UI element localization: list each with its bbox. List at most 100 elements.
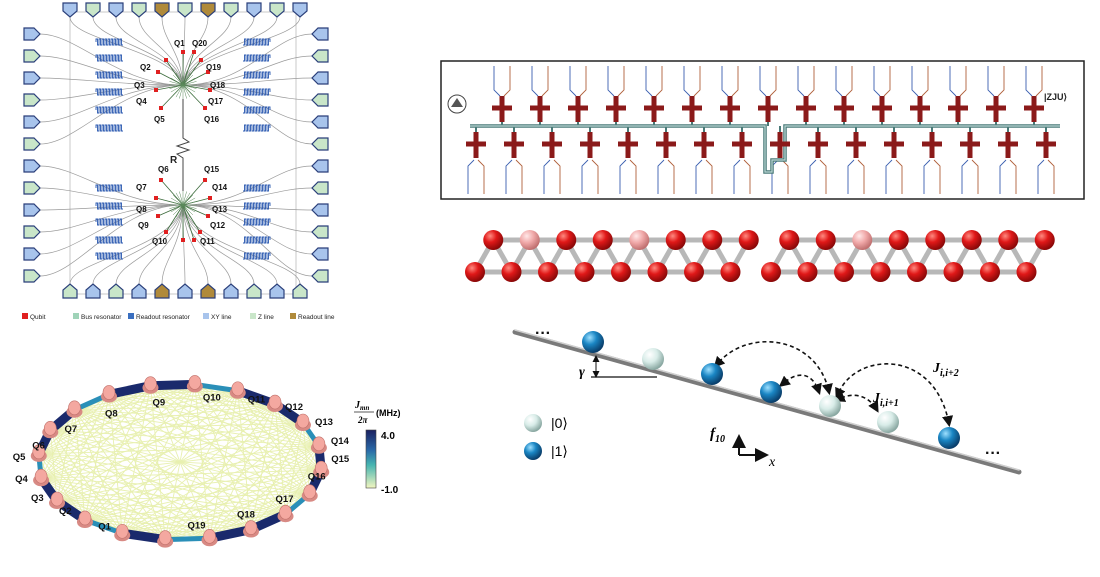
- bottom-pad: [246, 283, 262, 299]
- right-lattice-top-site: [925, 230, 946, 250]
- ring-node: [115, 523, 129, 539]
- bottom-pad: [223, 283, 239, 299]
- top-xy-line: [493, 66, 501, 97]
- coupling-line: [237, 390, 286, 515]
- readout-resonator: [95, 54, 123, 62]
- chip-legend-label: XY line: [211, 314, 232, 321]
- coupling-line: [274, 403, 311, 494]
- left-line: [39, 204, 184, 277]
- ring-qubit-label: Q18: [237, 510, 255, 521]
- bottom-z-line: [1047, 159, 1055, 194]
- hub-ray: [182, 204, 187, 219]
- top-z-line: [959, 66, 967, 97]
- top-line: [138, 16, 184, 86]
- coupling-line: [209, 403, 276, 539]
- coupling-line: [84, 519, 252, 530]
- right-lattice-top-site: [852, 230, 873, 250]
- coupling-line: [50, 429, 322, 471]
- top-pad: [200, 2, 216, 18]
- readout-resonator: [95, 88, 123, 96]
- coupling-line: [56, 445, 319, 502]
- hub-ray: [182, 72, 191, 86]
- coupling-line: [237, 390, 322, 471]
- ring-qubit-label: Q12: [285, 402, 303, 413]
- university-logo: [447, 94, 467, 114]
- coupling-line: [150, 385, 304, 424]
- hub-ray: [182, 84, 187, 99]
- top-z-line: [997, 66, 1005, 97]
- left-lattice-top-site: [629, 230, 650, 250]
- top-xy-line: [683, 66, 691, 97]
- hub-ray: [179, 71, 184, 86]
- right-lattice-top-site: [815, 230, 836, 250]
- ground-qubit: [877, 411, 899, 433]
- center-resonator-label: R: [170, 155, 178, 166]
- chip-qubit-label: Q17: [208, 97, 224, 106]
- left-pad: [23, 137, 41, 151]
- hub-ray: [170, 204, 184, 213]
- coupling-line: [56, 500, 286, 515]
- coupling-line: [209, 422, 304, 539]
- qubit-marker: [164, 230, 168, 234]
- bottom-xy-line: [619, 159, 627, 194]
- hub-ray: [175, 84, 184, 98]
- coupling-line: [108, 394, 286, 515]
- bottom-z-line: [629, 159, 637, 194]
- coupling-line: [150, 385, 166, 540]
- chip-qubit-label: Q3: [134, 81, 145, 90]
- right-pad: [311, 225, 329, 239]
- top-pad: [246, 2, 262, 18]
- top-z-line: [655, 66, 663, 97]
- qubit-marker: [206, 214, 210, 218]
- coupling-line: [194, 384, 304, 424]
- bottom-z-line: [933, 159, 941, 194]
- top-z-line: [845, 66, 853, 97]
- coupling-line: [84, 390, 239, 521]
- right-line: [182, 187, 313, 206]
- array-qubit-bottom-stem: [587, 132, 593, 158]
- coupling-line: [50, 429, 286, 515]
- bottom-xy-line: [1037, 159, 1045, 194]
- bus-spoke: [182, 204, 195, 241]
- hub-ray: [182, 77, 196, 86]
- top-line: [182, 16, 255, 86]
- array-qubit-top-stem: [651, 96, 657, 122]
- readout-resonator: [243, 184, 271, 192]
- chip-qubit-label: Q12: [210, 221, 226, 230]
- top-line: [182, 16, 278, 86]
- right-lattice-bottom-site: [980, 262, 1000, 282]
- ring-node: [78, 510, 92, 526]
- coupling-line: [108, 394, 320, 447]
- top-line: [161, 16, 184, 86]
- center-resonator: [175, 99, 191, 191]
- bottom-z-line: [743, 159, 751, 194]
- readout-resonator: [243, 38, 271, 46]
- ring-node: [158, 530, 172, 545]
- ellipsis-left: ···: [535, 325, 551, 342]
- coupling-line: [250, 422, 304, 530]
- readout-resonator: [95, 184, 123, 192]
- chip-qubit-label: Q13: [212, 205, 228, 214]
- readout-resonator: [95, 252, 123, 260]
- hub-ray: [175, 72, 184, 86]
- ellipsis-right: ···: [985, 445, 1001, 462]
- coupling-line: [74, 409, 86, 521]
- coupling-line: [38, 453, 252, 530]
- hub-ray: [182, 84, 191, 98]
- array-qubit-bottom-stem: [511, 132, 517, 158]
- hub-ray: [170, 197, 184, 206]
- bus-spoke: [182, 59, 202, 86]
- bottom-xy-line: [505, 159, 513, 194]
- chip-legend-swatch: [22, 313, 28, 319]
- chain-qubits: [582, 331, 960, 449]
- qubit-marker: [199, 58, 203, 62]
- bottom-z-line: [1009, 159, 1017, 194]
- axis-x-label: x: [768, 455, 776, 470]
- ring-qubit-label: Q19: [188, 520, 206, 531]
- qubit-marker: [156, 70, 160, 74]
- ring-node: [144, 376, 157, 392]
- hub-ray: [172, 194, 184, 206]
- ring-node: [43, 420, 57, 436]
- top-z-line: [617, 66, 625, 97]
- top-z-line: [1035, 66, 1043, 97]
